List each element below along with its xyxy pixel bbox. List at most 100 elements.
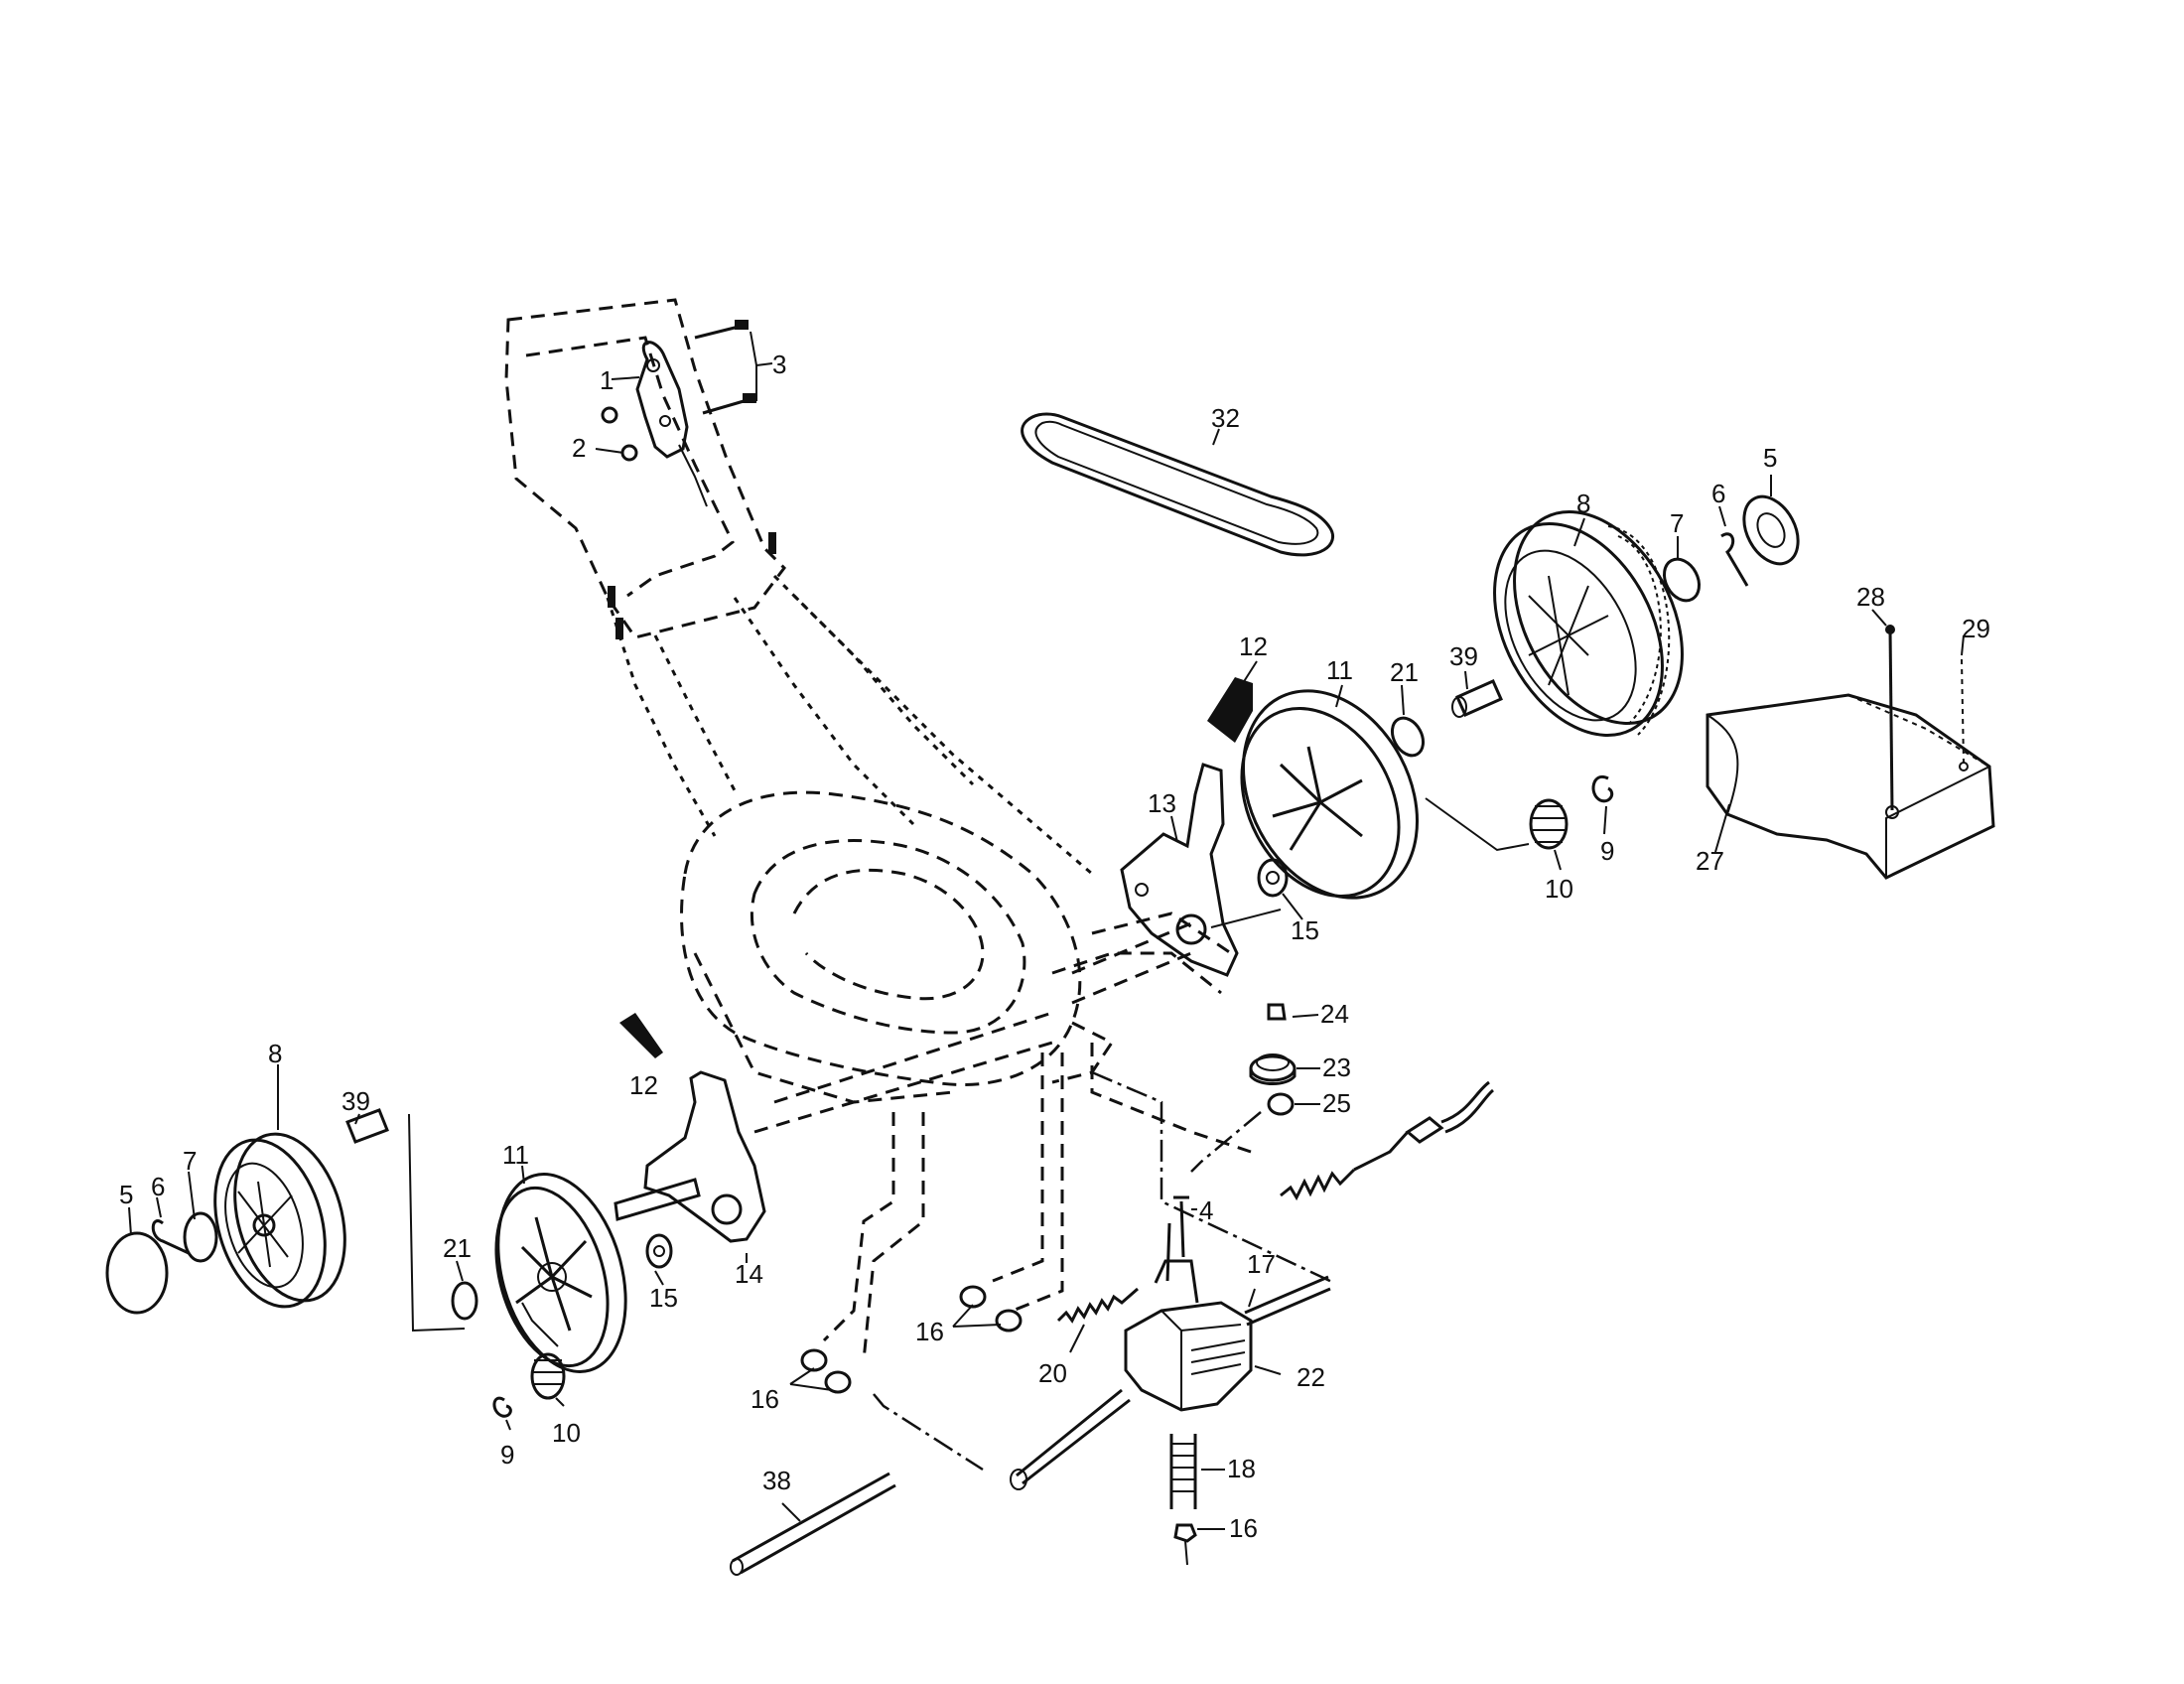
hubcap-5-right <box>1742 494 1800 566</box>
cable-spring <box>1280 1080 1495 1201</box>
ring-9-right <box>1591 774 1614 803</box>
leader-6-right <box>1718 505 1726 527</box>
pinion-gear-10-right <box>1529 798 1569 850</box>
leader-29 <box>1961 634 1965 656</box>
handle-clip-icon <box>615 618 623 639</box>
nut-16-left-pair <box>800 1348 852 1394</box>
height-adjuster-13 <box>1120 763 1239 977</box>
leader-28 <box>1871 609 1887 627</box>
bushing-39-left <box>345 1108 389 1144</box>
callout-12-left: 12 <box>629 1070 658 1100</box>
callout-8-right: 8 <box>1576 489 1590 518</box>
callout-15-left: 15 <box>649 1283 678 1313</box>
leader-8-right <box>1573 517 1585 547</box>
callout-38: 38 <box>762 1466 791 1495</box>
callout-10-right: 10 <box>1545 874 1573 904</box>
shaft-18 <box>1169 1434 1197 1509</box>
leader-15-left <box>654 1270 664 1286</box>
callout-11-right: 11 <box>1326 655 1353 685</box>
hub-11-right <box>1240 689 1420 900</box>
drive-belt <box>1021 412 1334 557</box>
callout-12-right: 12 <box>1239 632 1268 661</box>
assembly-guide-line <box>1190 1111 1262 1173</box>
callout-21-left: 21 <box>443 1233 472 1263</box>
leader-1 <box>611 376 640 380</box>
leader-7-left <box>188 1171 196 1220</box>
leader-38 <box>781 1502 801 1522</box>
nut-15-left <box>645 1233 673 1269</box>
rear-baffle <box>1706 693 1995 880</box>
callout-14: 14 <box>735 1259 763 1289</box>
callout-22: 22 <box>1297 1362 1325 1392</box>
callout-5-left: 5 <box>119 1180 133 1209</box>
screw-29 <box>1959 658 1969 772</box>
pinion-gear-10-left <box>530 1352 566 1400</box>
handle-clip-icon <box>608 586 615 608</box>
leader-6-left <box>156 1196 162 1218</box>
transmission <box>1124 1222 1253 1412</box>
callout-28: 28 <box>1856 582 1885 612</box>
screw-28 <box>1885 625 1899 819</box>
callout-13: 13 <box>1148 788 1176 818</box>
leader-10-left <box>555 1397 565 1407</box>
assembly-guide-line <box>1091 1070 1335 1285</box>
bushing-39-right <box>1451 679 1503 718</box>
leader-11-right <box>1335 684 1343 708</box>
leader-17 <box>1248 1288 1256 1308</box>
leader-2 <box>595 448 624 454</box>
leader-15-right <box>1282 893 1303 920</box>
leader-9-right <box>1603 805 1607 835</box>
callout-16-mid: 16 <box>915 1317 944 1346</box>
pinion-link-right <box>1425 797 1530 852</box>
axle-stub-right <box>1210 909 1282 928</box>
leader-39-right <box>1464 670 1468 690</box>
pin-6-left <box>151 1219 190 1255</box>
callout-9-left: 9 <box>500 1440 514 1470</box>
bolt-3-bottom <box>702 393 756 415</box>
callout-3: 3 <box>772 350 786 379</box>
callout-2: 2 <box>572 433 586 463</box>
callout-39-left: 39 <box>341 1086 370 1116</box>
nut-24 <box>1267 1003 1287 1021</box>
callout-32: 32 <box>1211 403 1240 433</box>
washer-7-left <box>183 1211 218 1263</box>
bolt-3-top <box>694 320 749 340</box>
callout-10-left: 10 <box>552 1418 581 1448</box>
leader-22 <box>1254 1365 1282 1375</box>
height-adjuster-14 <box>614 1070 766 1243</box>
bushing-link-left <box>408 1113 466 1333</box>
leader-9-left <box>505 1419 511 1431</box>
washer-7-right <box>1662 557 1702 603</box>
leader-12-right <box>1242 660 1258 684</box>
pulley-23 <box>1249 1053 1297 1085</box>
pinion-link-left <box>521 1302 559 1347</box>
callout-6-left: 6 <box>151 1172 165 1201</box>
callout-4: 4 <box>1199 1195 1213 1225</box>
leader-21-left <box>456 1260 464 1282</box>
leader-10-right <box>1554 849 1562 871</box>
leader-3 <box>755 362 773 366</box>
washer-21-right <box>1390 716 1426 758</box>
nut-16-mid-pair <box>959 1285 1023 1333</box>
left-rear-wheel <box>213 1132 346 1309</box>
callout-9-right: 9 <box>1600 836 1614 866</box>
rear-axle-path <box>753 921 1252 1361</box>
callout-11-left: 11 <box>502 1140 529 1170</box>
rod-38 <box>730 1472 896 1576</box>
leader-20 <box>1069 1324 1085 1353</box>
callout-6-right: 6 <box>1711 479 1725 508</box>
callout-7-left: 7 <box>183 1146 197 1176</box>
callout-16-bottom: 16 <box>1229 1513 1258 1543</box>
hubcap-5-left <box>105 1231 169 1315</box>
leader-16-left <box>789 1367 833 1391</box>
callout-20: 20 <box>1038 1358 1067 1388</box>
handle-outline <box>504 298 1093 876</box>
key-25 <box>1267 1092 1295 1116</box>
callout-7-right: 7 <box>1670 508 1684 538</box>
drive-axle-17 <box>1010 1275 1331 1490</box>
nut-16-bottom <box>1173 1523 1197 1566</box>
leader-24 <box>1292 1014 1319 1018</box>
leader-11-left <box>521 1165 525 1185</box>
nut-2-top <box>601 406 618 424</box>
